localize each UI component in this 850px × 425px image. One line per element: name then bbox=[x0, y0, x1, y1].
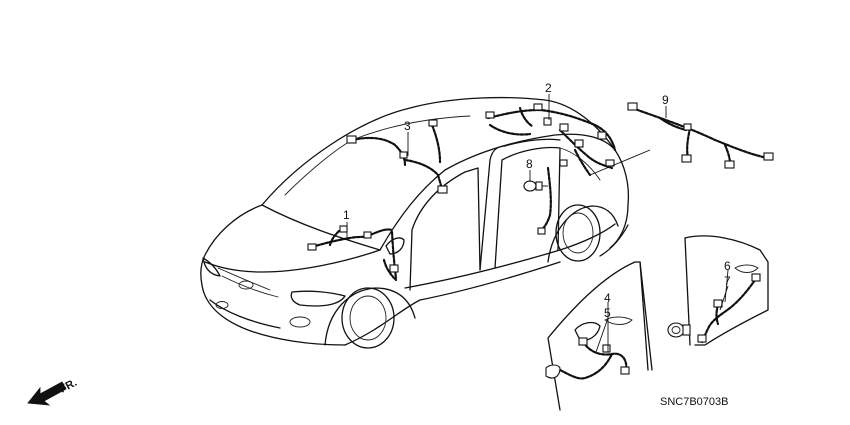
callout-9: 9 bbox=[662, 93, 669, 107]
callout-8: 8 bbox=[526, 157, 533, 171]
harness-rear-door-pillar bbox=[537, 166, 552, 235]
part-8-connector bbox=[523, 180, 549, 192]
callout-3: 3 bbox=[404, 119, 411, 133]
diagram-code: SNC7B0703B bbox=[660, 396, 729, 408]
harness-2-trunk bbox=[485, 103, 617, 177]
harness-3-roof bbox=[346, 119, 448, 194]
front-door-inset bbox=[545, 261, 653, 411]
callout-4: 4 bbox=[604, 291, 611, 305]
harness-1-dashboard bbox=[307, 225, 394, 251]
rear-door-inset bbox=[667, 235, 769, 346]
callout-5: 5 bbox=[604, 306, 611, 320]
harness-9-leader-line bbox=[589, 149, 651, 176]
callout-7: 7 bbox=[724, 274, 731, 288]
leader-lines bbox=[346, 94, 729, 353]
harness-9-separate bbox=[627, 102, 774, 169]
harness-1-a-pillar bbox=[382, 230, 399, 282]
callout-1: 1 bbox=[343, 208, 350, 222]
car-body bbox=[200, 96, 630, 349]
arrow-left-down-icon bbox=[27, 381, 67, 406]
callout-2: 2 bbox=[545, 81, 552, 95]
callout-6: 6 bbox=[724, 259, 731, 273]
direction-label: FR. bbox=[58, 377, 79, 396]
